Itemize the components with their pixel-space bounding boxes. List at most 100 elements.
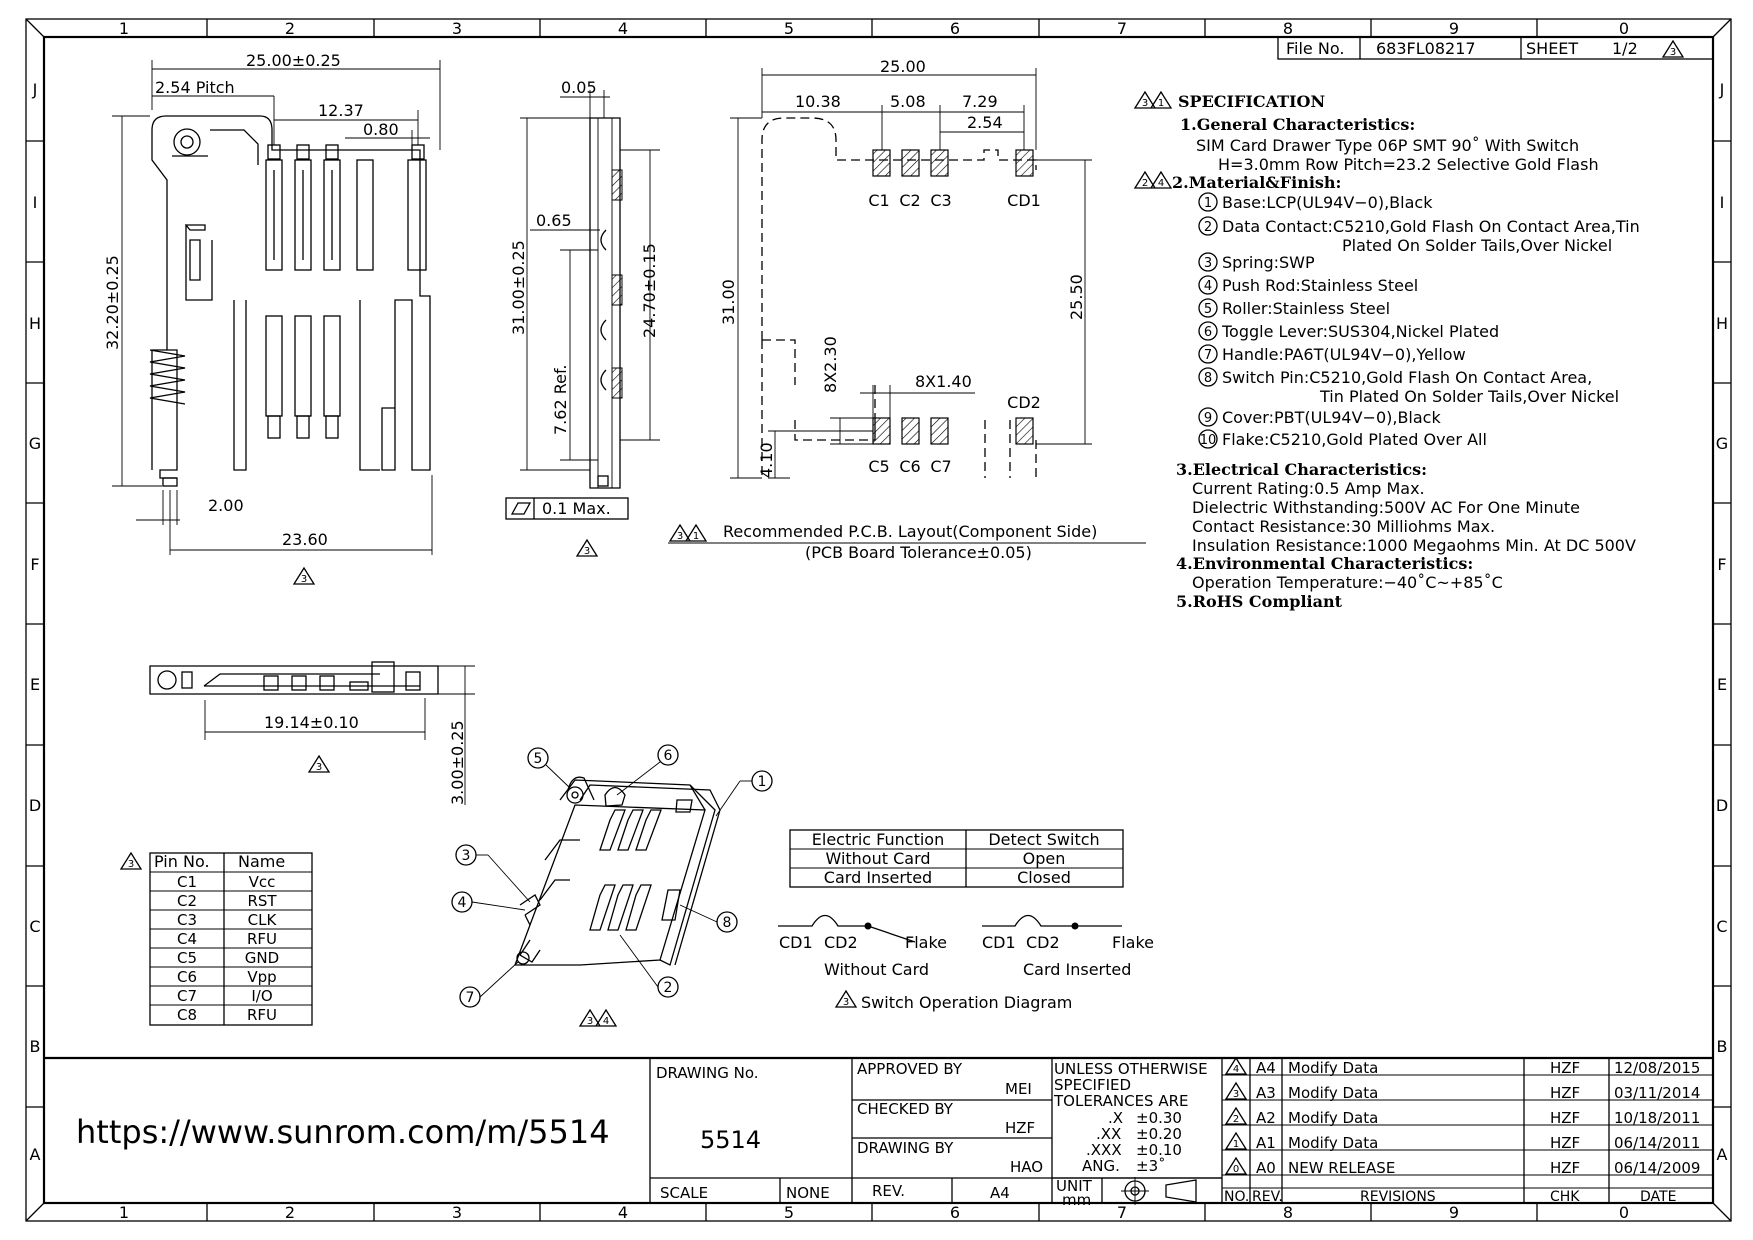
rev-desc: Modify Data [1288,1059,1378,1077]
detect-cell: Without Card [825,849,930,868]
pin-no: C1 [177,873,197,891]
col-label: 5 [784,1203,794,1222]
rev-triangle-icon [1224,1081,1248,1100]
pcb-layout: C1 C2 C3 CD1 C5 C6 C7 CD2 25.00 10.38 5.… [668,57,1146,562]
material-line: Roller:Stainless Steel [1222,299,1390,318]
drawing-by-value: HAO [1010,1158,1043,1176]
material-number: 6 [1204,325,1212,340]
rev-header: DATE [1640,1189,1676,1205]
col-label: 6 [950,19,960,38]
material-line: Spring:SWP [1222,253,1315,272]
rev-mark: 0 [1233,1164,1239,1175]
material-line: Switch Pin:C5210,Gold Flash On Contact A… [1222,368,1592,387]
dim-080: 0.80 [363,120,399,139]
pad-label: C1 [868,191,889,210]
rev-mark: 3 [128,859,134,870]
material-number: 8 [1204,371,1212,386]
material-number: 4 [1204,279,1212,294]
dim-2360: 23.60 [282,530,328,549]
tolerance-note: TOLERANCES ARE [1053,1092,1189,1110]
callout: 3 [462,848,471,864]
pin-name: RFU [247,1006,277,1024]
dim-508: 5.08 [890,92,926,111]
callout: 2 [664,980,673,996]
source-url[interactable]: https://www.sunrom.com/m/5514 [76,1113,610,1151]
pin-no: C4 [177,930,197,948]
rev-mark: 3 [1142,98,1148,109]
row-label: F [1717,555,1726,574]
isometric-view: 5 6 1 3 4 8 2 7 3 4 [451,744,773,1027]
dim-762-ref: 7.62 Ref. [551,364,570,435]
spec-section: 3.Electrical Characteristics: [1176,460,1427,479]
row-label: D [1716,796,1728,815]
row-label: A [1717,1145,1728,1164]
row-label: H [29,314,41,333]
rev-label: REV. [872,1182,905,1200]
material-number-circle [1198,275,1218,295]
detect-cell: Card Inserted [824,868,932,887]
rev-desc: NEW RELEASE [1288,1159,1395,1177]
dim-1038: 10.38 [795,92,841,111]
tol-value: ±0.20 [1136,1125,1182,1143]
pin-name: Vcc [249,873,276,891]
dim-front-height: 32.20±0.25 [103,255,122,350]
file-no-label: File No. [1286,39,1344,58]
col-label: 9 [1449,1203,1459,1222]
spec-title: SPECIFICATION [1178,92,1325,111]
row-label: I [1720,193,1725,212]
col-label: 9 [1449,19,1459,38]
tol-key: ANG. [1082,1157,1120,1175]
rev-triangle-icon [1224,1106,1248,1125]
tol-value: ±0.10 [1136,1141,1182,1159]
rev-code: A3 [1256,1084,1276,1102]
rev-mark: 4 [1158,178,1164,189]
dim-8x140: 8X1.40 [915,372,972,391]
switch-card-inserted: Card Inserted [1023,960,1131,979]
rev-chk: HZF [1550,1059,1580,1077]
switch-diagram-title: Switch Operation Diagram [861,993,1072,1012]
approved-label: APPROVED BY [857,1060,963,1078]
unit-value: mm [1062,1191,1091,1209]
spec-electrical: Dielectric Withstanding:500V AC For One … [1192,498,1580,517]
file-header: File No. 683FL08217 SHEET 1/2 3 [1277,36,1714,60]
sheet-value: 1/2 [1612,39,1638,58]
dim-8x230: 8X2.30 [821,336,840,393]
spec-line: SIM Card Drawer Type 06P SMT 90˚ With Sw… [1196,136,1579,155]
col-label: 7 [1117,1203,1127,1222]
pin-name: CLK [248,911,278,929]
rev-desc: Modify Data [1288,1084,1378,1102]
rev-header: REVISIONS [1360,1189,1436,1205]
rev-desc: Modify Data [1288,1134,1378,1152]
col-label: 8 [1283,19,1293,38]
drawing-no-label: DRAWING No. [656,1064,759,1082]
dim-2550: 25.50 [1067,274,1086,320]
dim-pcb-width: 25.00 [880,57,926,76]
rev-header: NO. [1224,1189,1249,1205]
dim-005: 0.05 [561,78,597,97]
row-label: E [1717,675,1727,694]
pin-header: Name [238,852,285,871]
rev-mark: 3 [1670,47,1676,58]
rev-mark: 2 [1233,1114,1239,1125]
material-line: Push Rod:Stainless Steel [1222,276,1418,295]
material-number: 5 [1204,302,1212,317]
projection-symbol-icon [1121,1177,1197,1205]
material-number-circle [1198,344,1218,364]
drawing-no: 5514 [700,1126,761,1154]
rev-date: 10/18/2011 [1614,1109,1700,1127]
rev-date: 06/14/2011 [1614,1134,1700,1152]
pad-label: C3 [930,191,951,210]
dim-410: 4.10 [757,442,776,478]
title-block: DRAWING No. 5514 SCALE NONE APPROVED BY … [44,1056,1713,1209]
dim-1237: 12.37 [318,101,364,120]
tolerance-note: UNLESS OTHERWISE [1054,1060,1208,1078]
rev-mark: 1 [1233,1139,1239,1150]
dim-065: 0.65 [536,211,572,230]
rev-mark: 3 [584,546,590,557]
pin-name: Vpp [247,968,276,986]
rev-date: 06/14/2009 [1614,1159,1700,1177]
material-line: Plated On Solder Tails,Over Nickel [1342,236,1612,255]
switch-cd1: CD1 [982,933,1016,952]
tol-value: ±3˚ [1136,1157,1166,1175]
